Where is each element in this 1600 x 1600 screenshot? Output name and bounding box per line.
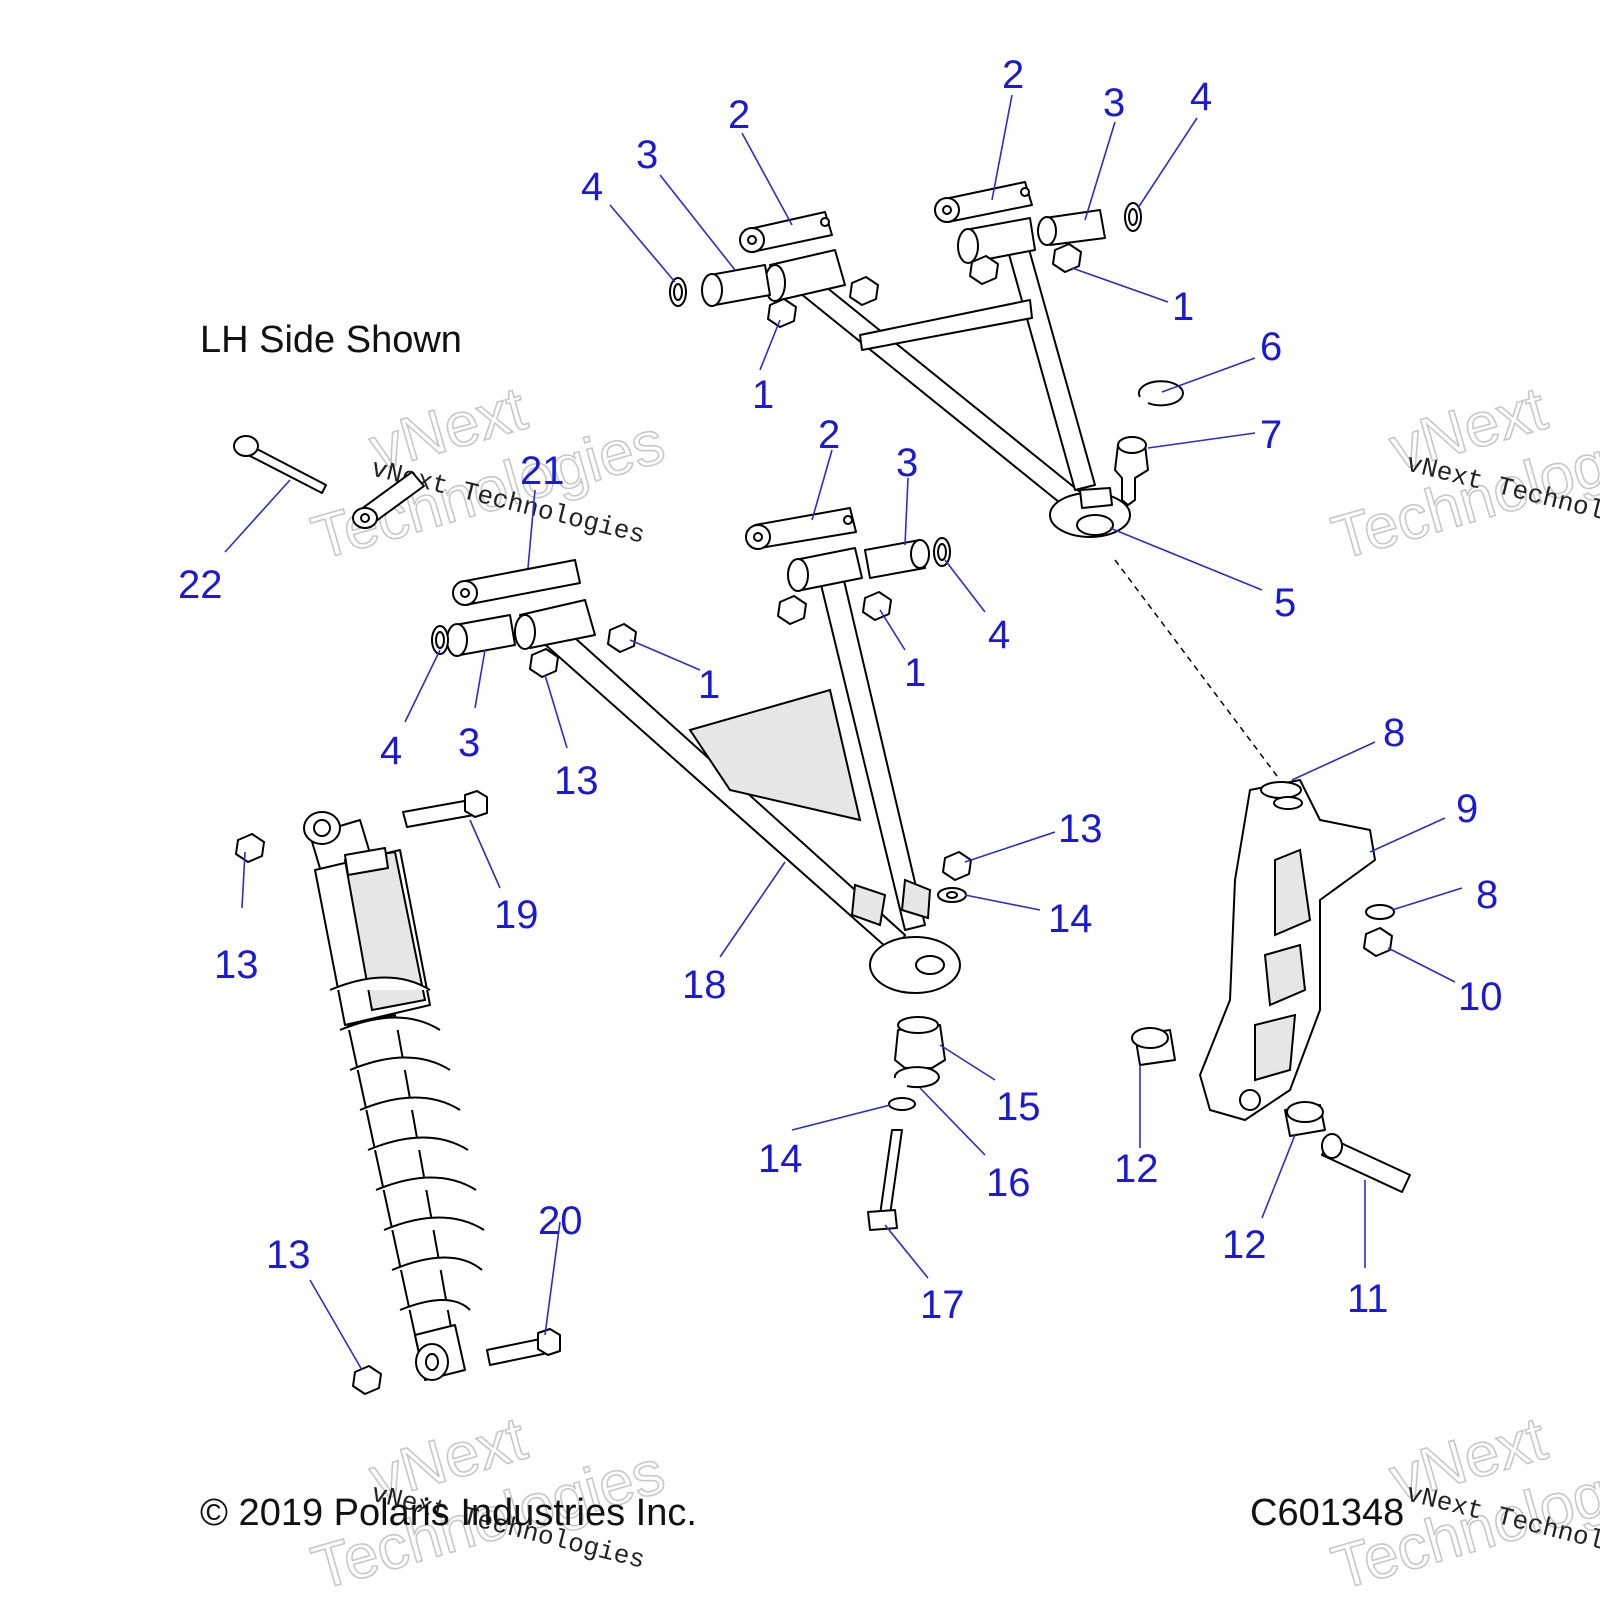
upper-bushing-left (701, 264, 771, 307)
bolt-20 (486, 1328, 561, 1366)
callout-part-12: 12 (1222, 1223, 1267, 1267)
callout-part-14: 14 (758, 1137, 803, 1181)
callout-part-1: 1 (752, 373, 774, 417)
callout-part-1: 1 (904, 651, 926, 695)
callout-part-1: 1 (698, 663, 720, 707)
callout-part-4: 4 (1190, 75, 1212, 119)
callout-part-3: 3 (896, 441, 918, 485)
lower-bushing-right (864, 539, 930, 579)
lower-pivot-bolt-left (452, 559, 581, 606)
callout-part-16: 16 (986, 1161, 1031, 1205)
lower-a-arm (514, 547, 961, 994)
callout-part-3: 3 (458, 721, 480, 765)
callout-part-1: 1 (1172, 285, 1194, 329)
callout-part-3: 3 (636, 133, 658, 177)
upper-pivot-bolt-right (934, 181, 1033, 223)
callout-part-4: 4 (581, 165, 603, 209)
callout-part-5: 5 (1274, 581, 1296, 625)
upper-nuts (767, 243, 1082, 328)
callout-part-19: 19 (494, 893, 539, 937)
callout-part-8: 8 (1476, 873, 1498, 917)
figure-code: C601348 (1250, 1492, 1404, 1534)
upper-a-arm (764, 217, 1131, 538)
callout-part-6: 6 (1260, 325, 1282, 369)
callout-part-18: 18 (682, 963, 727, 1007)
callout-part-11: 11 (1347, 1277, 1389, 1321)
callout-part-3: 3 (1103, 81, 1125, 125)
upper-washer-right (1124, 202, 1142, 232)
callout-part-2: 2 (818, 413, 840, 457)
upper-pivot-bolt-left (739, 211, 833, 253)
callout-part-22: 22 (178, 563, 223, 607)
callout-part-13: 13 (214, 943, 259, 987)
callout-part-4: 4 (988, 613, 1010, 657)
retaining-ring-upper (1137, 380, 1184, 407)
callout-part-7: 7 (1260, 413, 1282, 457)
callout-labels: 2 3 4 1 2 3 4 1 6 7 5 21 22 2 3 4 1 1 4 … (178, 53, 1503, 1327)
copyright-text: © 2019 Polaris Industries Inc. (200, 1492, 697, 1534)
callout-part-4: 4 (380, 729, 402, 773)
alignment-line (1114, 559, 1281, 781)
lower-ball-joint-parts (867, 851, 972, 1231)
callout-part-13: 13 (554, 759, 599, 803)
callout-part-20: 20 (538, 1199, 583, 1243)
side-note: LH Side Shown (200, 319, 462, 361)
bolt-21 (352, 471, 425, 529)
leader-lines (224, 94, 1463, 1371)
callout-part-8: 8 (1383, 711, 1405, 755)
callout-part-14: 14 (1048, 897, 1093, 941)
lower-washer-left (431, 625, 449, 655)
callout-part-9: 9 (1456, 787, 1478, 831)
upper-bushing-right (1037, 209, 1106, 246)
callout-part-2: 2 (1002, 53, 1024, 97)
knuckle-bushings-and-pin (1131, 1027, 1411, 1193)
callout-part-17: 17 (920, 1283, 965, 1327)
upper-washer-left (669, 277, 687, 307)
lower-washer-right (933, 537, 951, 567)
callout-part-15: 15 (996, 1085, 1041, 1129)
callout-part-13: 13 (1058, 807, 1103, 851)
ball-joint (1114, 436, 1149, 506)
lower-nuts (529, 591, 892, 678)
lower-bushing-left (446, 614, 516, 657)
callout-part-21: 21 (520, 449, 565, 493)
shock-absorber (303, 811, 485, 1381)
bolt-19 (402, 790, 488, 828)
callout-part-12: 12 (1114, 1147, 1159, 1191)
steering-knuckle (1199, 779, 1395, 1121)
bolt-22 (233, 435, 327, 494)
callout-part-10: 10 (1458, 975, 1503, 1019)
callout-part-2: 2 (728, 93, 750, 137)
shock-nuts (235, 833, 382, 1395)
callout-part-13: 13 (266, 1233, 311, 1277)
lower-pivot-bolt-right (745, 507, 857, 550)
